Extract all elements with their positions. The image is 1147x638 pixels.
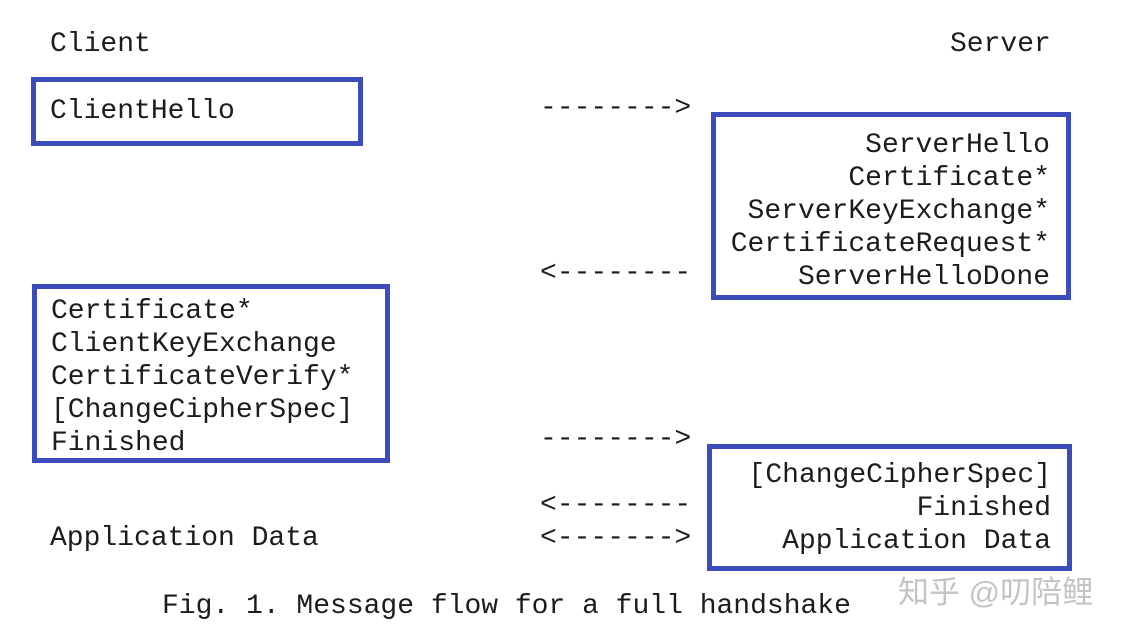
- message-line: Certificate*: [848, 163, 1050, 194]
- message-line: ServerKeyExchange*: [747, 196, 1050, 227]
- client-label: Client: [50, 29, 151, 60]
- message-line: [ChangeCipherSpec]: [51, 395, 354, 426]
- client-hello-box: ClientHello: [31, 77, 363, 146]
- message-line: ServerHello: [865, 130, 1050, 161]
- arrow-client-to-server-2: -------->: [540, 424, 692, 455]
- message-line: CertificateVerify*: [51, 362, 354, 393]
- arrow-server-to-client-2: <--------: [540, 490, 692, 521]
- server-finish-box: [ChangeCipherSpec] Finished Application …: [707, 444, 1072, 571]
- application-data-label: Application Data: [50, 523, 319, 554]
- arrow-client-to-server-1: -------->: [540, 93, 692, 124]
- message-line: ClientKeyExchange: [51, 329, 337, 360]
- message-line: ServerHelloDone: [797, 262, 1050, 293]
- message-line: Certificate*: [51, 296, 253, 327]
- message-line: Finished: [51, 428, 186, 459]
- server-label: Server: [950, 29, 1051, 60]
- message-line: ClientHello: [50, 96, 235, 127]
- arrow-bidirectional: <------->: [540, 523, 692, 554]
- arrow-server-to-client-1: <--------: [540, 258, 692, 289]
- message-line: [ChangeCipherSpec]: [748, 460, 1051, 491]
- message-line: Application Data: [782, 526, 1051, 557]
- server-hello-box: ServerHello Certificate* ServerKeyExchan…: [711, 112, 1071, 300]
- watermark: 知乎 @叨陪鲤: [898, 575, 1094, 610]
- figure-caption: Fig. 1. Message flow for a full handshak…: [162, 591, 851, 622]
- client-finish-box: Certificate* ClientKeyExchange Certifica…: [32, 284, 390, 463]
- message-line: Finished: [916, 493, 1051, 524]
- message-line: CertificateRequest*: [730, 229, 1050, 260]
